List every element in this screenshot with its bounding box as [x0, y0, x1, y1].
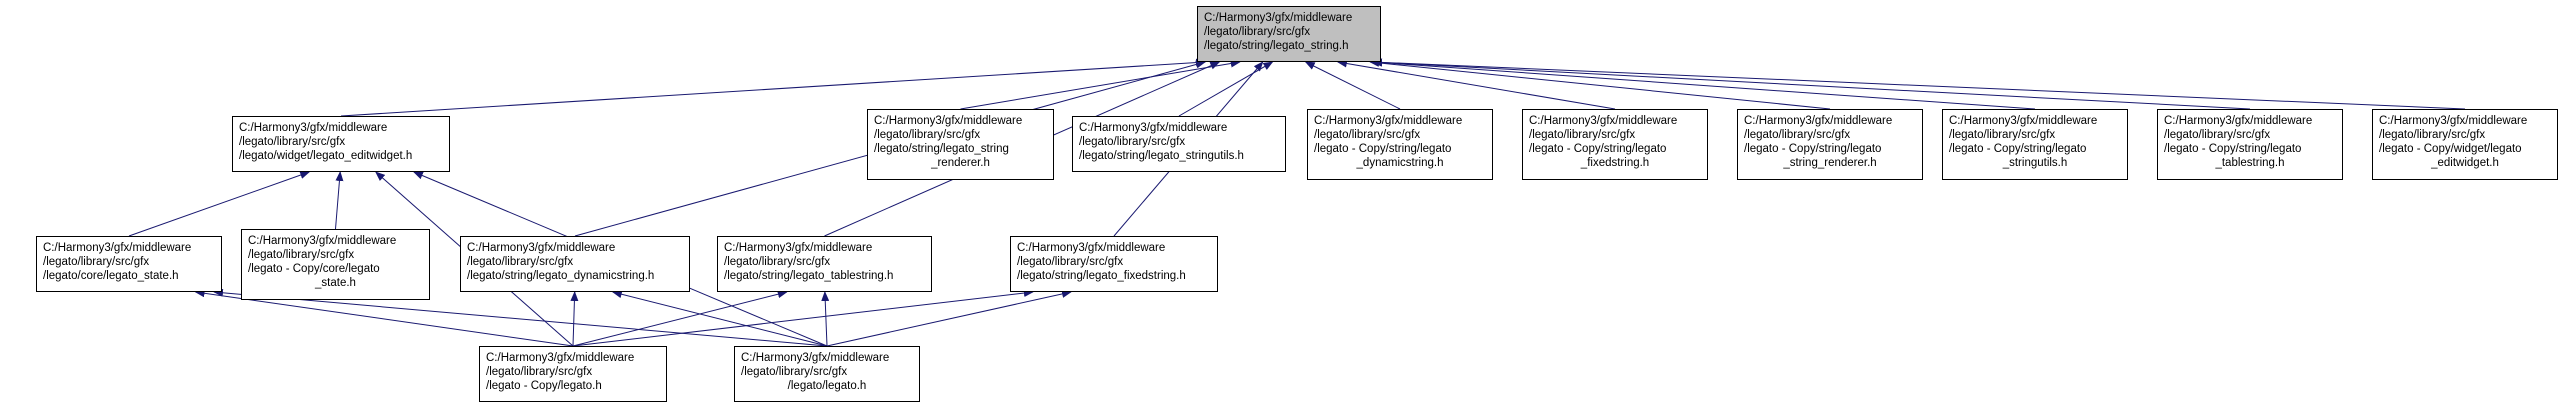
node-text-line: /legato/library/src/gfx — [467, 256, 574, 268]
edge-copy_dynamicstring-to-root — [1304, 61, 1401, 110]
edge-copy_core_state-to-editwidget — [335, 171, 344, 230]
edge-core_state-to-editwidget — [128, 171, 311, 237]
edge-copy_editwidget-to-root — [1372, 58, 2466, 110]
node-text-line: /legato/library/src/gfx — [43, 256, 150, 268]
node-text-line: /legato/library/src/gfx — [874, 129, 981, 141]
node-text-line: /legato/library/src/gfx — [486, 366, 593, 378]
node-copy-legato-dynamicstring-h[interactable]: C:/Harmony3/gfx/middleware /legato/libra… — [1307, 109, 1493, 180]
edge-copy_string_renderer-to-root — [1369, 58, 1831, 110]
node-text-line: /legato - Copy/string/legato — [1949, 143, 2087, 155]
node-text-line: C:/Harmony3/gfx/middleware — [467, 242, 616, 254]
node-text-line: /legato/legato.h — [787, 380, 867, 392]
node-legato-string-renderer-h[interactable]: C:/Harmony3/gfx/middleware /legato/libra… — [867, 109, 1054, 180]
node-text-line: C:/Harmony3/gfx/middleware — [43, 242, 192, 254]
node-text-line: _string_renderer.h — [1783, 157, 1877, 169]
node-copy-legato-fixedstring-h[interactable]: C:/Harmony3/gfx/middleware /legato/libra… — [1522, 109, 1708, 180]
node-legato-dynamicstring-h[interactable]: C:/Harmony3/gfx/middleware /legato/libra… — [460, 236, 690, 292]
node-text-line: _dynamicstring.h — [1356, 157, 1444, 169]
node-text-line: /legato - Copy/legato.h — [486, 380, 602, 392]
edge-legato-to-dynamicstring — [611, 290, 828, 347]
node-text-line: /legato/string/legato_stringutils.h — [1079, 150, 1244, 162]
node-text-line: /legato - Copy/string/legato — [1529, 143, 1667, 155]
node-text-line: /legato/library/src/gfx — [2379, 129, 2486, 141]
node-text-line: C:/Harmony3/gfx/middleware — [741, 352, 890, 364]
edge-copy_legato-to-fixedstring — [572, 289, 1034, 347]
node-text-line: /legato/string/legato_tablestring.h — [724, 270, 894, 282]
node-text-line: /legato - Copy/widget/legato — [2379, 143, 2522, 155]
edge-legato-to-fixedstring — [826, 290, 1072, 347]
node-legato-state-h[interactable]: C:/Harmony3/gfx/middleware /legato/libra… — [36, 236, 222, 292]
node-legato-string-h[interactable]: C:/Harmony3/gfx/middleware /legato/libra… — [1197, 6, 1381, 62]
node-text-line: C:/Harmony3/gfx/middleware — [1079, 122, 1228, 134]
node-text-line: /legato/library/src/gfx — [1017, 256, 1124, 268]
node-legato-fixedstring-h[interactable]: C:/Harmony3/gfx/middleware /legato/libra… — [1010, 236, 1218, 292]
node-legato-stringutils-h[interactable]: C:/Harmony3/gfx/middleware /legato/libra… — [1072, 116, 1286, 172]
node-text-line: /legato/core/legato_state.h — [43, 270, 179, 282]
edge-editwidget-to-root — [340, 58, 1206, 117]
node-copy-legato-h[interactable]: C:/Harmony3/gfx/middleware /legato/libra… — [479, 346, 667, 402]
edge-copy_stringutils-to-root — [1372, 58, 2036, 110]
node-copy-legato-stringutils-h[interactable]: C:/Harmony3/gfx/middleware /legato/libra… — [1942, 109, 2128, 180]
node-text-line: C:/Harmony3/gfx/middleware — [1017, 242, 1166, 254]
edge-string_renderer-to-root — [960, 59, 1241, 110]
node-copy-legato-tablestring-h[interactable]: C:/Harmony3/gfx/middleware /legato/libra… — [2157, 109, 2343, 180]
node-text-line: /legato/string/legato_fixedstring.h — [1017, 270, 1186, 282]
node-text-line: /legato/string/legato_dynamicstring.h — [467, 270, 655, 282]
node-text-line: /legato/library/src/gfx — [1744, 129, 1851, 141]
node-text-line: /legato - Copy/string/legato — [1744, 143, 1882, 155]
node-text-line: /legato/string/legato_string — [874, 143, 1009, 155]
edge-copy_fixedstring-to-root — [1336, 59, 1616, 110]
node-text-line: C:/Harmony3/gfx/middleware — [1204, 12, 1353, 24]
edge-copy_legato-to-dynamicstring — [570, 291, 579, 347]
node-text-line: _renderer.h — [931, 157, 990, 169]
node-text-line: _fixedstring.h — [1580, 157, 1650, 169]
edge-copy_legato-to-core_state — [194, 289, 574, 347]
node-legato-tablestring-h[interactable]: C:/Harmony3/gfx/middleware /legato/libra… — [717, 236, 932, 292]
node-text-line: /legato/library/src/gfx — [1079, 136, 1186, 148]
node-text-line: /legato/library/src/gfx — [1529, 129, 1636, 141]
node-text-line: /legato/widget/legato_editwidget.h — [239, 150, 413, 162]
node-text-line: C:/Harmony3/gfx/middleware — [724, 242, 873, 254]
node-text-line: /legato - Copy/string/legato — [2164, 143, 2302, 155]
node-legato-h[interactable]: C:/Harmony3/gfx/middleware /legato/libra… — [734, 346, 920, 402]
node-text-line: /legato/library/src/gfx — [1949, 129, 2056, 141]
node-text-line: /legato/library/src/gfx — [741, 366, 848, 378]
node-text-line: C:/Harmony3/gfx/middleware — [248, 235, 397, 247]
node-text-line: C:/Harmony3/gfx/middleware — [1949, 115, 2098, 127]
node-text-line: _stringutils.h — [2002, 157, 2068, 169]
node-text-line: C:/Harmony3/gfx/middleware — [486, 352, 635, 364]
node-text-line: C:/Harmony3/gfx/middleware — [874, 115, 1023, 127]
node-text-line: /legato/string/legato_string.h — [1204, 40, 1349, 52]
node-text-line: /legato/library/src/gfx — [724, 256, 831, 268]
node-copy-legato-editwidget-h[interactable]: C:/Harmony3/gfx/middleware /legato/libra… — [2372, 109, 2558, 180]
edge-legato-to-tablestring — [821, 291, 830, 347]
node-text-line: /legato/library/src/gfx — [248, 249, 355, 261]
edge-copy_legato-to-tablestring — [572, 290, 788, 347]
edge-copy_tablestring-to-root — [1372, 58, 2251, 110]
node-text-line: /legato/library/src/gfx — [2164, 129, 2271, 141]
node-text-line: _tablestring.h — [2215, 157, 2285, 169]
node-text-line: /legato - Copy/string/legato — [1314, 143, 1452, 155]
node-copy-legato-state-h[interactable]: C:/Harmony3/gfx/middleware /legato/libra… — [241, 229, 430, 300]
node-text-line: C:/Harmony3/gfx/middleware — [2164, 115, 2313, 127]
node-legato-editwidget-h[interactable]: C:/Harmony3/gfx/middleware /legato/libra… — [232, 116, 450, 172]
node-copy-legato-string-renderer-h[interactable]: C:/Harmony3/gfx/middleware /legato/libra… — [1737, 109, 1923, 180]
node-text-line: C:/Harmony3/gfx/middleware — [2379, 115, 2528, 127]
node-text-line: /legato/library/src/gfx — [1204, 26, 1311, 38]
edge-legato-to-core_state — [213, 288, 828, 347]
node-text-line: C:/Harmony3/gfx/middleware — [239, 122, 388, 134]
node-text-line: C:/Harmony3/gfx/middleware — [1744, 115, 1893, 127]
node-text-line: /legato/library/src/gfx — [239, 136, 346, 148]
node-text-line: _state.h — [315, 277, 356, 289]
node-text-line: /legato - Copy/core/legato — [248, 263, 380, 275]
node-text-line: C:/Harmony3/gfx/middleware — [1314, 115, 1463, 127]
node-text-line: /legato/library/src/gfx — [1314, 129, 1421, 141]
node-text-line: _editwidget.h — [2431, 157, 2499, 169]
node-text-line: C:/Harmony3/gfx/middleware — [1529, 115, 1678, 127]
